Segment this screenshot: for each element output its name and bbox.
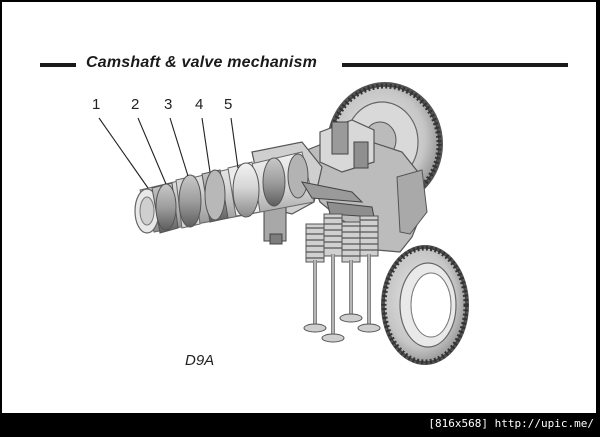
valve-spring-4: [359, 215, 379, 257]
camshaft-illustration: [98, 82, 469, 365]
valve-spring-3: [341, 221, 361, 263]
valve-spring-1: [305, 223, 325, 263]
camshaft: [134, 151, 315, 234]
valve-spring-2: [323, 213, 343, 257]
part-number-1: 1: [92, 96, 101, 113]
diagram-canvas: Camshaft & valve mechanism: [2, 2, 596, 413]
footer-bar: [0, 413, 600, 437]
part-number-5: 5: [224, 96, 233, 113]
title-rule-right: [342, 63, 568, 67]
part-number-2: 2: [131, 96, 140, 113]
part-number-3: 3: [164, 96, 173, 113]
title-rule-left: [40, 63, 76, 67]
diagram-title: Camshaft & valve mechanism: [86, 54, 318, 71]
image-host-watermark: [816x568] http://upic.me/: [428, 417, 594, 430]
lower-gear: [381, 245, 469, 365]
leader-lines: [98, 117, 239, 189]
engine-model-label: D9A: [185, 352, 215, 369]
title-row: Camshaft & valve mechanism: [40, 54, 568, 76]
part-number-4: 4: [195, 96, 204, 113]
valve-train: [300, 181, 381, 343]
